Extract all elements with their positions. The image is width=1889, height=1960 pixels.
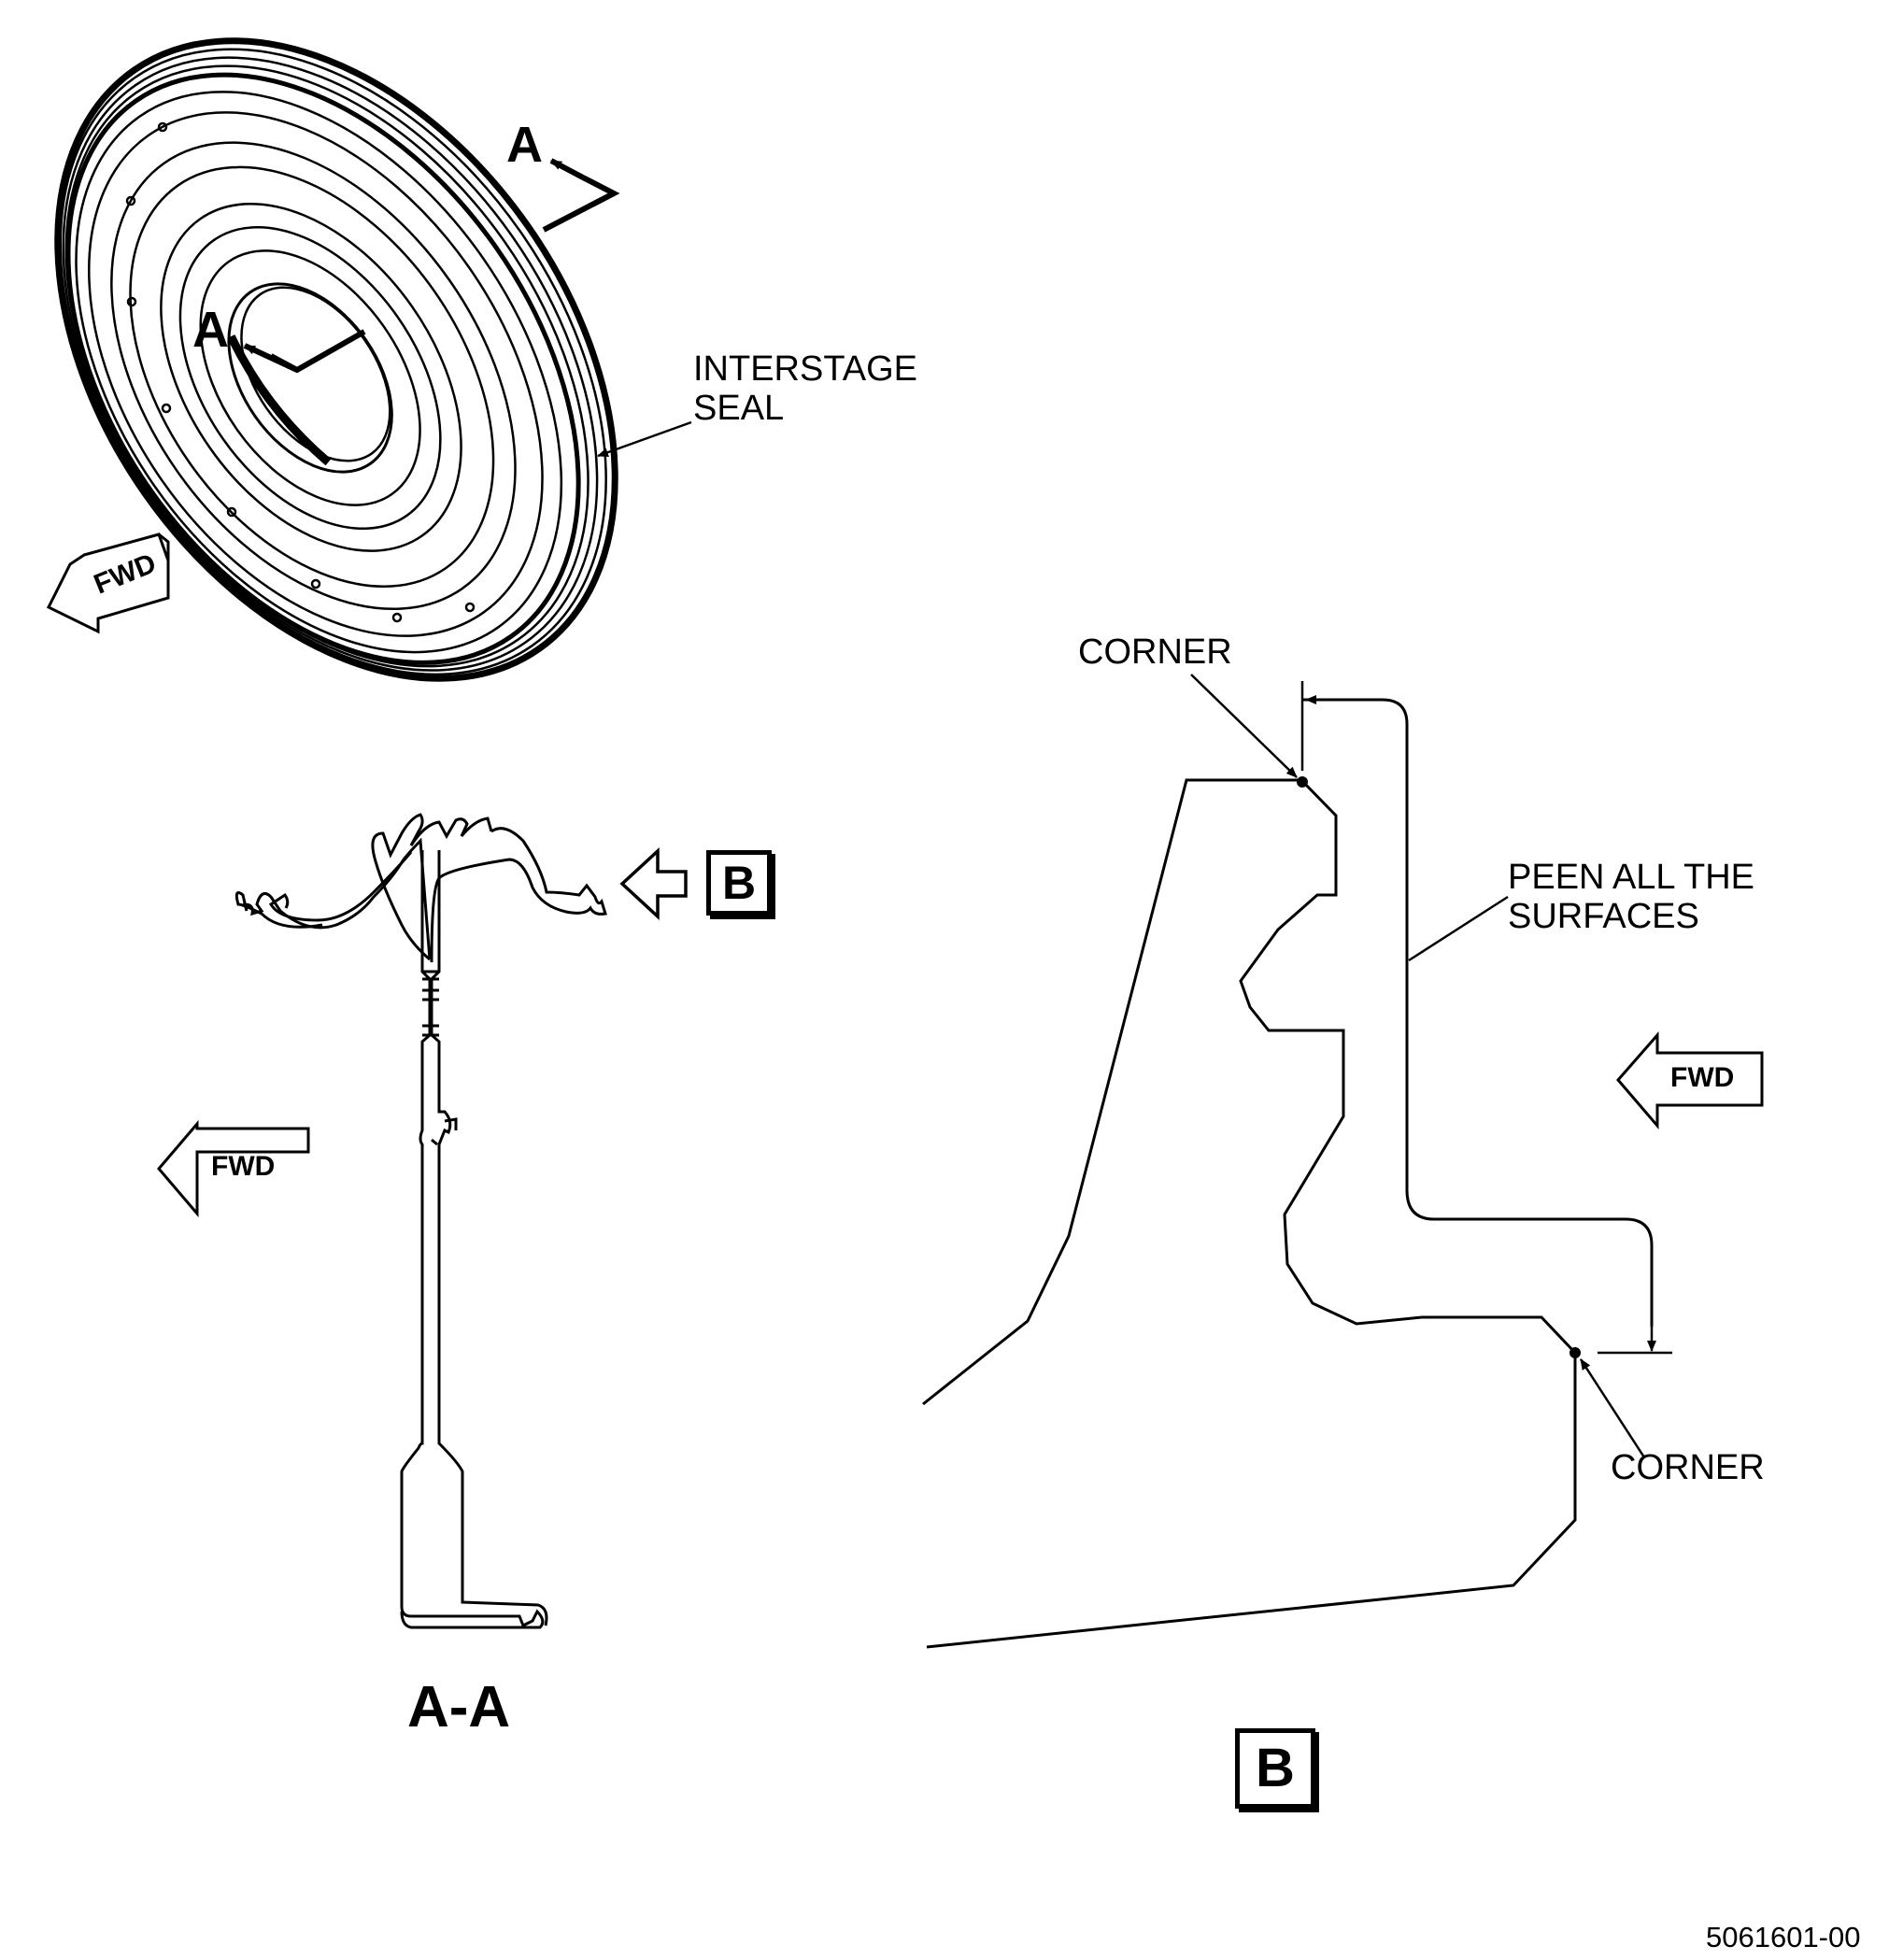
corner-bottom-label: CORNER xyxy=(1611,1448,1765,1487)
detail-b-title-box: B xyxy=(1235,1728,1315,1809)
section-marker-top: A xyxy=(506,117,543,173)
detail-b-arrows xyxy=(1190,674,1656,1458)
corner-point-top xyxy=(1297,776,1308,788)
interstage-seal-isometric xyxy=(54,37,618,682)
fwd-arrow-isometric xyxy=(46,533,170,634)
interstage-seal-leader xyxy=(597,420,692,458)
section-cut-line xyxy=(243,158,620,374)
fwd-label-section: FWD xyxy=(211,1151,276,1182)
fwd-arrow-detail xyxy=(1616,1031,1764,1130)
detail-b-title: B xyxy=(1256,1738,1295,1798)
interstage-seal-label: INTERSTAGE SEAL xyxy=(693,349,917,428)
detail-b-profile xyxy=(922,681,1672,1649)
detail-b-reference-label: B xyxy=(721,857,757,909)
section-a-a-title: A-A xyxy=(407,1675,511,1740)
corner-point-bottom xyxy=(1569,1347,1581,1358)
peen-surfaces-label: PEEN ALL THE SURFACES xyxy=(1508,858,1755,936)
document-number: 5061601-00 xyxy=(1706,1921,1861,1953)
detail-b-reference-box: B xyxy=(706,850,772,916)
fwd-label-detail: FWD xyxy=(1670,1062,1735,1093)
fwd-arrow-section xyxy=(157,1119,310,1218)
view-b-direction-arrow xyxy=(619,847,688,920)
section-a-a-profile xyxy=(234,813,607,1629)
corner-top-label: CORNER xyxy=(1078,632,1232,672)
section-marker-bottom: A xyxy=(192,302,229,358)
